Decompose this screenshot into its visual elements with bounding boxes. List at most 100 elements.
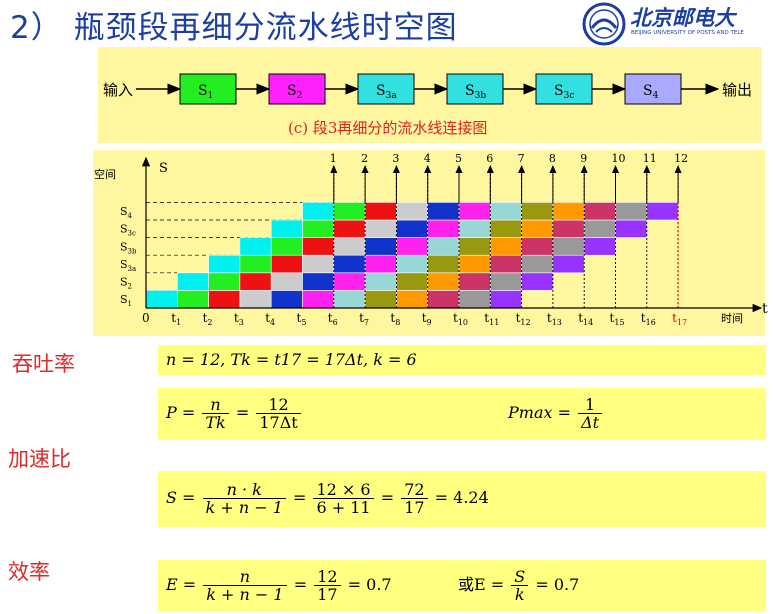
y-axis-s-label: S [159, 161, 168, 176]
s-lhs: S = [166, 488, 196, 507]
row-label: S2 [120, 275, 132, 290]
space-time-cell [333, 290, 366, 309]
space-time-cell [208, 290, 241, 309]
pipeline-stage-label: S3c [554, 83, 574, 101]
space-time-cell [458, 290, 491, 309]
space-time-cell [396, 237, 428, 256]
time-tick-label: t11 [484, 311, 499, 327]
output-number: 8 [549, 152, 556, 165]
space-time-cell [583, 219, 616, 238]
space-time-cell [270, 237, 303, 256]
output-number: 1 [330, 152, 337, 165]
space-time-cell [489, 290, 522, 309]
time-tick-label: t13 [547, 311, 562, 327]
space-time-cell [521, 272, 554, 291]
space-time-cell [458, 237, 491, 256]
logo-brand-text: 北京邮电大 [630, 5, 735, 30]
space-time-cell [615, 202, 648, 221]
e-alt-lhs: 或E = [458, 575, 505, 594]
y-axis-space-label: 空间 [94, 167, 116, 181]
space-time-cell [302, 290, 335, 309]
throughput-label: 吞吐率 [12, 352, 75, 376]
pipeline-stage-label: S1 [198, 83, 213, 101]
time-tick-label: t3 [234, 311, 244, 327]
pipeline-output-label: 输出 [722, 81, 752, 99]
space-time-cell [489, 272, 522, 291]
space-time-cell [489, 202, 522, 221]
output-number: 2 [361, 152, 368, 165]
time-tick-label: t9 [422, 311, 432, 327]
space-time-cell [364, 202, 397, 221]
parameters-text: n = 12, Tk = t17 = 17Δt, k = 6 [166, 350, 417, 369]
space-time-cell [364, 219, 397, 238]
pipeline-stage-box [624, 73, 682, 105]
space-time-cell [302, 272, 335, 291]
p-lhs: P = [166, 403, 196, 422]
pipeline-stage-label: S3b [465, 83, 486, 101]
space-time-cell [364, 237, 397, 256]
time-tick-label: t15 [610, 311, 625, 327]
time-tick-label: t10 [453, 311, 468, 327]
time-tick-label: t6 [328, 311, 338, 327]
p-equals: = [235, 403, 250, 422]
s-equals-2: = [380, 488, 395, 507]
university-logo: 北京邮电大 BEIJING UNIVERSITY OF POSTS AND TE… [582, 2, 775, 46]
time-tick-label: t7 [359, 311, 369, 327]
space-time-cell [333, 254, 366, 274]
space-time-cell [396, 290, 428, 309]
speedup-label: 加速比 [8, 447, 71, 471]
output-number: 11 [643, 152, 657, 165]
e-lhs: E = [166, 575, 197, 594]
row-label: S3a [120, 258, 136, 273]
space-time-cell [489, 219, 522, 238]
output-number: 5 [455, 152, 462, 165]
space-time-cell [270, 272, 303, 291]
space-time-cell [552, 237, 585, 256]
space-time-cell [364, 272, 397, 291]
space-time-cell [615, 219, 648, 238]
space-time-cell [427, 272, 460, 291]
space-time-cell [521, 254, 554, 274]
time-tick-label: t8 [390, 311, 400, 327]
space-time-cell [458, 254, 491, 274]
x-axis-time-label: 时间 [721, 312, 743, 325]
space-time-cell [583, 237, 616, 256]
space-time-cell [646, 202, 679, 221]
space-time-cell [427, 219, 460, 238]
time-tick-label: t2 [203, 311, 213, 327]
s-equals-1: = [292, 488, 307, 507]
space-time-cell [333, 272, 366, 291]
time-tick-label: t4 [265, 311, 275, 327]
time-tick-label: t14 [578, 311, 593, 327]
row-label: S3c [120, 223, 136, 238]
output-number: 12 [674, 152, 688, 165]
space-time-cell [552, 254, 585, 274]
output-number: 9 [580, 152, 587, 165]
pmax-lhs: Pmax = [508, 403, 571, 422]
space-time-cell [489, 237, 522, 256]
e-alt-result: = 0.7 [535, 575, 580, 594]
space-time-cell [521, 237, 554, 256]
space-time-cell [427, 290, 460, 309]
space-time-cell [458, 219, 491, 238]
space-time-cell [427, 202, 460, 221]
space-time-cell [302, 219, 335, 238]
output-number: 10 [612, 152, 626, 165]
space-time-cell [458, 272, 491, 291]
space-time-cell [239, 254, 272, 274]
x-axis-t-label: t [762, 301, 768, 317]
space-time-cell [239, 237, 272, 256]
space-time-cell [583, 202, 616, 221]
time-tick-label: t12 [516, 311, 531, 327]
space-time-cell [458, 202, 491, 221]
pipeline-stage-box [268, 73, 326, 105]
